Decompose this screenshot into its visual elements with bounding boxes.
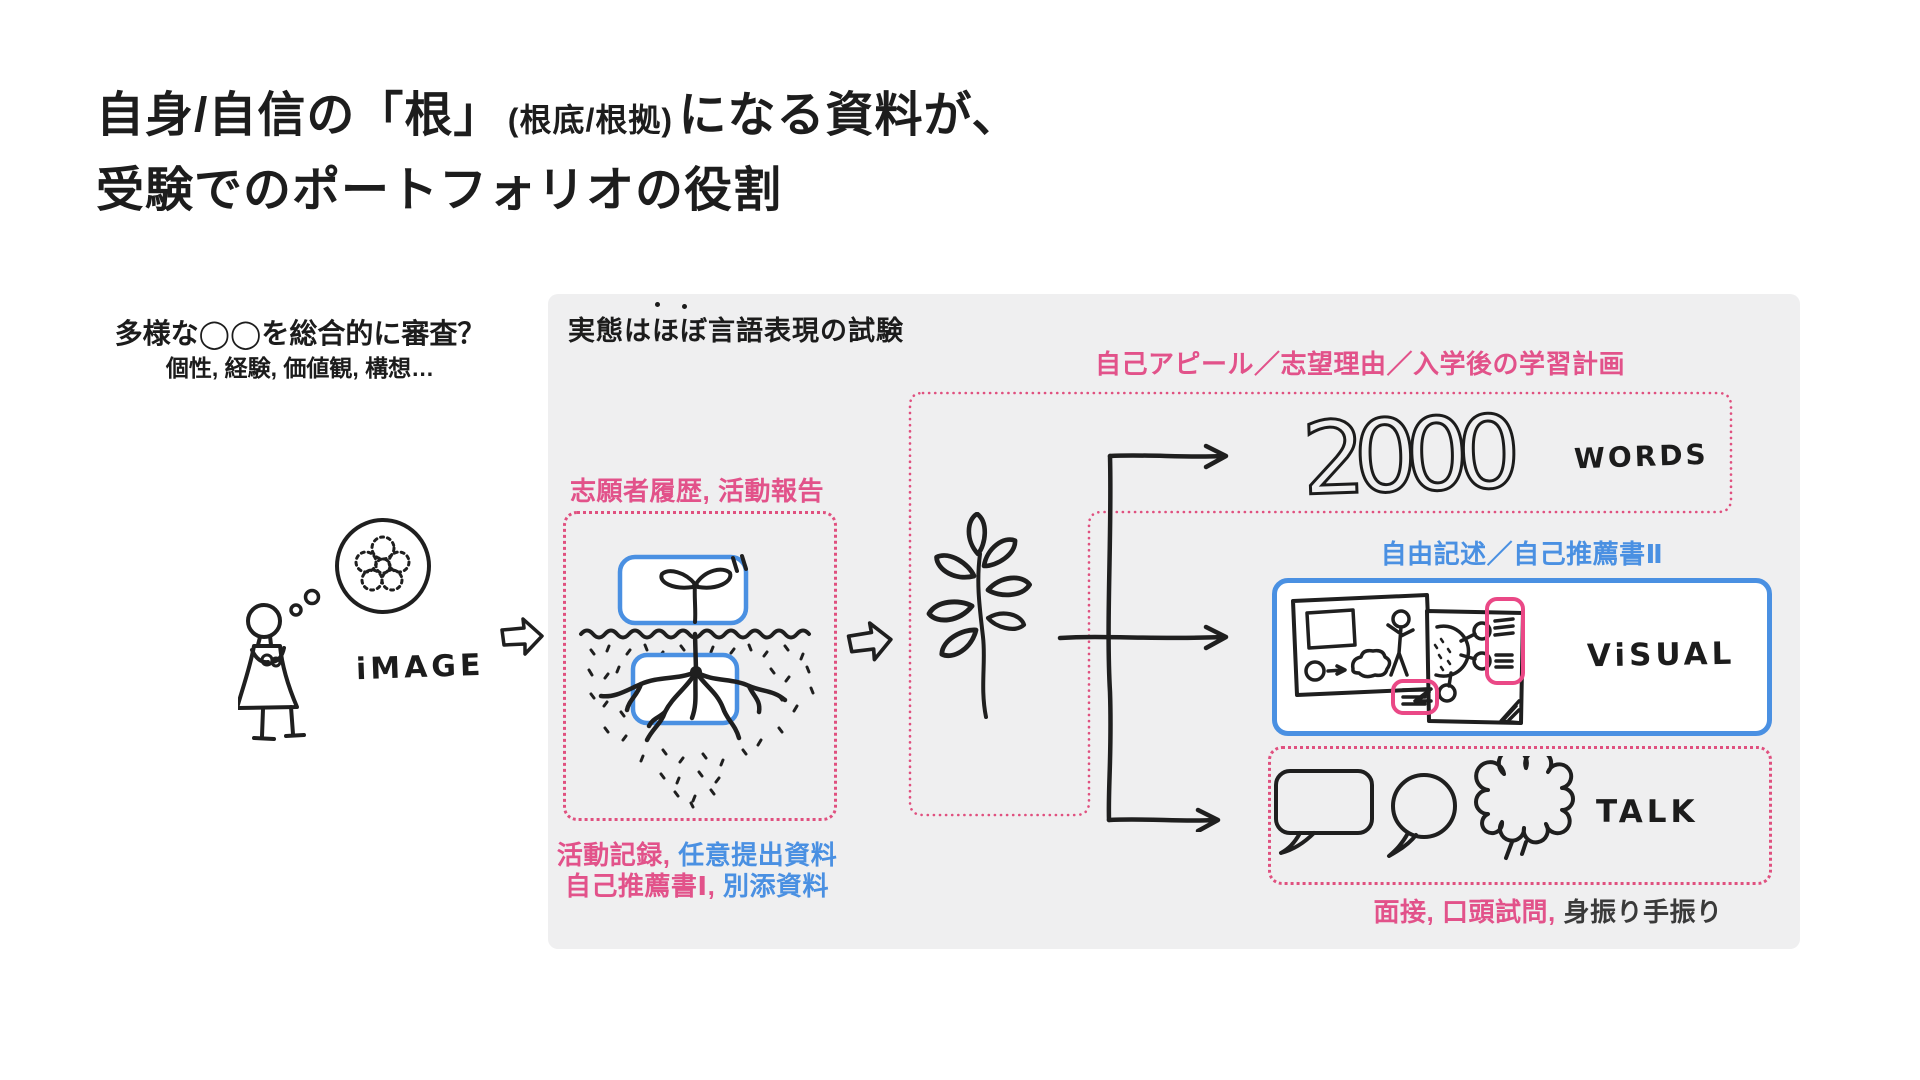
title-line1: 自身/自信の「根」 (根底/根拠) になる資料が、	[96, 84, 1021, 159]
words-category-label: 自己アピール／志望理由／入学後の学習計画	[1094, 349, 1625, 379]
three-way-fork-arrows	[1057, 443, 1229, 832]
speech-bubbles-sketch	[1274, 756, 1575, 860]
seed-caption-line1: 活動記録, 任意提出資料	[556, 835, 838, 872]
text-highlight-frame	[1391, 679, 1439, 715]
seed-caption-line2-blue: 別添資料	[723, 871, 830, 901]
title-line1-tail: になる資料が、	[678, 89, 1021, 142]
visual-heading: 自由記述／自己推薦書Ⅱ	[1380, 539, 1664, 569]
words-caption: WORDS	[1573, 437, 1710, 476]
talk-bottom-caption: 面接, 口頭試問, 身振り手振り	[1268, 892, 1828, 929]
seed-dotted-box	[563, 511, 837, 821]
title-line2: 受験でのポートフォリオの役割	[96, 164, 783, 217]
visual-box: ViSUAL	[1272, 578, 1772, 736]
panel-heading: 実態はほぼ言語表現の試験	[568, 316, 904, 346]
visual-caption: ViSUAL	[1586, 635, 1736, 675]
exam-reality-panel: 実態はほぼ言語表現の試験 自己アピール／志望理由／入学後の学習計画 志願者履歴,…	[548, 294, 1800, 949]
word-count-number: 2000	[1300, 404, 1516, 504]
left-subtext: 個性, 経験, 価値観, 構想…	[165, 355, 435, 381]
seed-caption-line1-pink: 活動記録,	[556, 840, 679, 870]
seed-box-label: 志願者履歴, 活動報告	[570, 476, 824, 506]
seed-roots-sketch	[579, 554, 815, 809]
flow-arrow-icon	[500, 617, 544, 656]
talk-caption-pink: 面接, 口頭試問,	[1373, 897, 1564, 927]
title-line1-paren: (根底/根拠)	[507, 102, 674, 138]
talk-caption-dark: 身振り手振り	[1563, 897, 1723, 927]
talk-caption: TALK	[1596, 794, 1699, 830]
seed-caption-line2: 自己推薦書Ⅰ, 別添資料	[556, 866, 838, 903]
title-line1-main: 自身/自信の「根」	[96, 89, 503, 142]
emphasis-dot	[655, 302, 660, 307]
seed-caption-line1-blue: 任意提出資料	[678, 840, 838, 870]
left-heading: 多様な◯◯を総合的に審査？	[114, 318, 486, 349]
talk-dotted-box	[1268, 746, 1772, 885]
image-caption: iMAGE	[355, 647, 486, 688]
thought-flower-sketch	[354, 535, 411, 592]
seed-caption-line2-pink: 自己推薦書Ⅰ,	[564, 871, 724, 901]
page-title: 自身/自信の「根」 (根底/根拠) になる資料が、 受験でのポートフォリオの役割	[96, 84, 1021, 223]
sprout-highlight-box	[617, 554, 749, 626]
portfolio-pages-sketch	[1291, 593, 1525, 725]
person-imagining-sketch	[238, 518, 431, 741]
words-plant-dotted-outline	[908, 391, 1733, 817]
sprouting-plant-sketch	[912, 512, 1062, 719]
word-count-sketch: 2000	[1299, 404, 1518, 504]
flow-arrow-icon	[846, 621, 893, 662]
emphasis-dot	[682, 304, 687, 309]
text-highlight-frame	[1485, 597, 1525, 685]
